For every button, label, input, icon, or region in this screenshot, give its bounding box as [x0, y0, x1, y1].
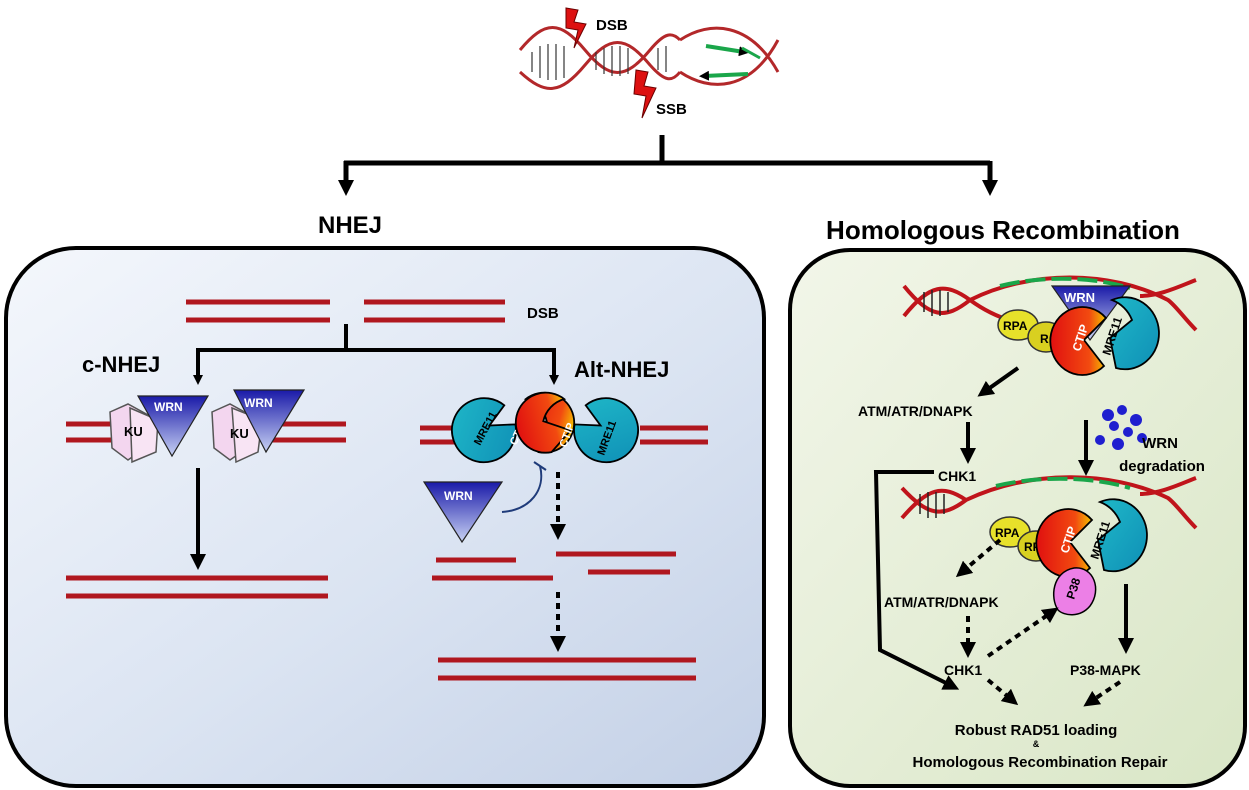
wrn-degradation-line1: WRN [1142, 435, 1178, 452]
c-nhej-repaired-strands [66, 575, 328, 599]
wrn-label-right: WRN [244, 396, 273, 410]
hr-dashed-arrow-to-atm2 [955, 538, 1002, 578]
mre11-protein-hr-bottom [1097, 498, 1148, 573]
wrn-protein-right [233, 389, 306, 454]
rpa-label-bottom: RPA [995, 526, 1020, 540]
wrn-inhibition-line [501, 465, 543, 513]
dsb-label-top: DSB [596, 17, 628, 34]
lightning-ssb-icon [633, 69, 657, 119]
c-nhej-label: c-NHEJ [82, 352, 160, 377]
ku-label-right: KU [230, 426, 249, 441]
wrn-protein-alt [422, 481, 504, 544]
wrn-label-hr: WRN [1064, 290, 1095, 305]
mre11-protein-right [573, 397, 639, 464]
nhej-dsb-label: DSB [527, 305, 559, 322]
atm-atr-dnapk-2: ATM/ATR/DNAPK [884, 594, 999, 610]
nhej-dsb-strands [186, 299, 505, 323]
wrn-label-left: WRN [154, 400, 183, 414]
mre11-protein-left [451, 397, 517, 464]
alt-nhej-repaired-strands [438, 657, 696, 681]
lightning-dsb-icon [565, 7, 587, 49]
alt-nhej-resected-strands [432, 551, 676, 581]
hr-top-green-strand [999, 276, 1131, 290]
hr-bottom-green-strand [995, 476, 1131, 490]
hr-dashed-arrow-chk1-to-p38 [986, 607, 1059, 658]
dna-helix-top [518, 26, 780, 90]
mre11-protein-hr-top [1109, 296, 1160, 371]
hr-top-dna-rungs [923, 290, 949, 316]
nhej-title: NHEJ [318, 212, 382, 239]
rpa-label-top: RPA [1003, 319, 1028, 333]
wrn-degradation-dots [1095, 405, 1147, 450]
alt-nhej-label: Alt-NHEJ [574, 357, 669, 382]
hr-repair: Homologous Recombination Repair [912, 754, 1167, 771]
ku-label-left: KU [124, 424, 143, 439]
r-label-top: R [1040, 332, 1049, 346]
ctip-protein-hr-top [1049, 306, 1108, 376]
p38-mapk: P38-MAPK [1070, 662, 1141, 678]
chk1-bottom: CHK1 [944, 662, 982, 678]
rad51-loading: Robust RAD51 loading [955, 722, 1118, 739]
wrn-degradation-line2: degradation [1119, 458, 1205, 475]
p38-protein [1052, 567, 1097, 616]
nhej-branch-arrows [193, 324, 559, 385]
wrn-protein-left [136, 395, 210, 458]
chk1-top: CHK1 [938, 468, 976, 484]
hr-title: Homologous Recombination [826, 215, 1180, 245]
ctip-protein-right [514, 391, 573, 454]
hr-arrow-to-atm1 [977, 366, 1020, 397]
nhej-panel [4, 246, 766, 788]
main-branch-arrows [338, 135, 998, 196]
hr-bottom-dna-rungs [919, 492, 945, 518]
p38-label: P38 [1064, 576, 1084, 601]
wrn-label-alt: WRN [444, 489, 473, 503]
wrn-inhibition-bar [533, 461, 547, 471]
chk1-bypass-arrow [873, 470, 960, 690]
ku-protein-left [109, 403, 159, 464]
ampersand: & [1033, 739, 1040, 749]
ctip-protein-hr-bottom [1035, 508, 1094, 578]
hr-dashed-arrow-chk1-to-rad51 [986, 678, 1019, 706]
atm-atr-dnapk-1: ATM/ATR/DNAPK [858, 403, 973, 419]
ssb-label-top: SSB [656, 101, 687, 118]
